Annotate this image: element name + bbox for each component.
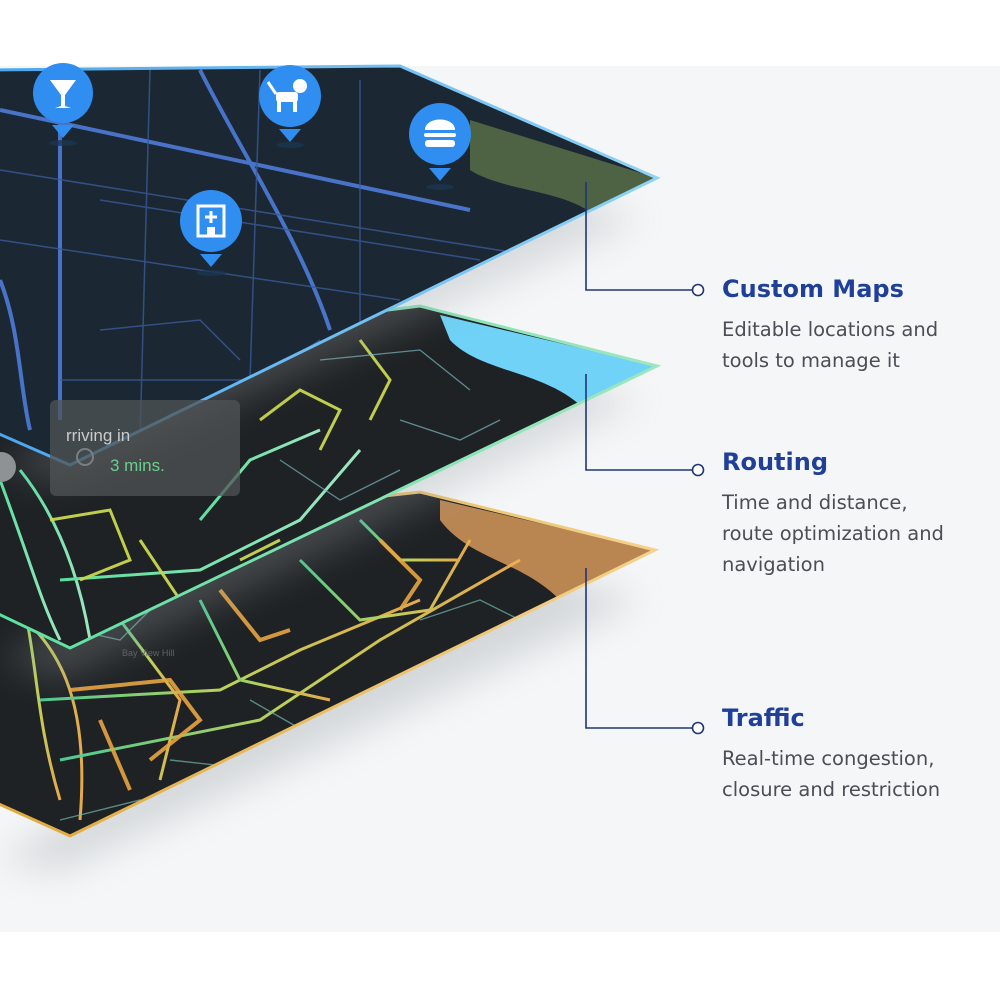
map-control-knob[interactable] [0,452,16,482]
feature-description: Time and distance, route optimization an… [722,491,944,577]
feature-custom-maps: Custom Maps Editable locations and tools… [722,276,992,376]
feature-routing: Routing Time and distance, route optimiz… [722,449,992,580]
connector-traffic [585,568,705,735]
custom-maps-layer [0,64,661,467]
pin-dog[interactable] [259,65,321,148]
pin-burger[interactable] [409,103,471,190]
arrival-card [50,400,240,496]
feature-title: Routing [722,448,829,476]
arrival-indicator [76,448,94,466]
feature-title: Traffic [722,704,805,732]
hospital-icon [196,204,226,238]
feature-traffic: Traffic Real-time congestion, closure an… [722,705,992,805]
burger-icon [424,119,456,147]
connector-routing [585,374,705,477]
dog-icon [266,79,307,112]
feature-title: Custom Maps [722,275,904,303]
pin-cocktail[interactable] [33,63,93,146]
arrival-time: 3 mins. [110,456,165,475]
pin-hospital[interactable] [180,190,242,276]
feature-description: Editable locations and tools to manage i… [722,318,939,373]
arrival-text: rriving in [66,426,131,445]
connector-custom-maps [585,182,705,297]
cocktail-icon [50,80,76,108]
map-place-label: Bay View Hill [122,648,175,658]
feature-description: Real-time congestion, closure and restri… [722,747,941,802]
